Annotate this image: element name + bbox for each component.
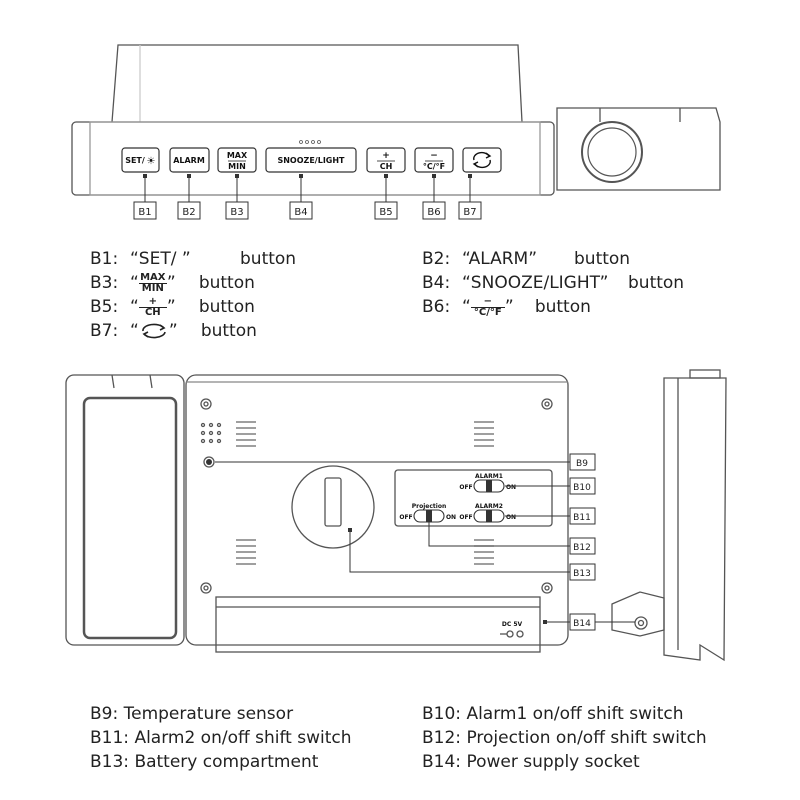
set-label: SET/	[125, 156, 145, 165]
alarm2-off: OFF	[459, 514, 472, 521]
callout-b3: B3	[230, 207, 243, 218]
legend-b10: B10: Alarm1 on/off shift switch	[422, 704, 684, 724]
top-view-diagram: SET/ ☀ ALARM MAX MIN SNOOZE/LIGHT + CH −…	[71, 44, 721, 220]
callout-b7: B7	[463, 207, 476, 218]
cycle-icon	[472, 151, 492, 169]
dc-label: DC 5V	[502, 621, 523, 628]
cycle-icon	[142, 323, 166, 339]
projection-on: ON	[446, 514, 456, 521]
legend-b12: B12: Projection on/off shift switch	[422, 728, 707, 748]
back-view-diagram: ALARM1 OFF ON ALARM2 OFF ON Projection O…	[65, 369, 727, 662]
legend-b5: B5:“+CH”button	[90, 295, 255, 318]
alarm2-on: ON	[506, 514, 516, 521]
callout-b13: B13	[573, 569, 591, 579]
snooze-light-button[interactable]	[265, 147, 357, 173]
cf-label: °C/°F	[423, 162, 445, 171]
legend-b11: B11: Alarm2 on/off shift switch	[90, 728, 352, 748]
callout-b1: B1	[138, 207, 151, 218]
snooze-label: SNOOZE/LIGHT	[277, 156, 345, 165]
sun-icon: ☀	[147, 156, 156, 167]
callout-b10: B10	[573, 483, 591, 493]
legend-b13: B13: Battery compartment	[90, 752, 319, 772]
minus-label: −	[430, 151, 438, 161]
legend-b6: B6:“−°C/°F”button	[422, 295, 591, 318]
battery-compartment	[291, 465, 375, 549]
max-label: MAX	[227, 151, 248, 160]
alarm1-off: OFF	[459, 484, 472, 491]
alarm1-on: ON	[506, 484, 516, 491]
max-min-button[interactable]	[217, 147, 257, 173]
alarm-label: ALARM	[173, 156, 205, 165]
legend-b2: B2:“ALARM”button	[422, 249, 631, 269]
minus-cf-button[interactable]	[414, 147, 454, 173]
projection-label: Projection	[412, 503, 446, 510]
ch-label: CH	[380, 162, 393, 171]
legend-b9: B9: Temperature sensor	[90, 704, 294, 724]
callout-b12: B12	[573, 543, 591, 553]
callout-b4: B4	[294, 207, 307, 218]
callout-b11: B11	[573, 513, 591, 523]
legend-b7: B7:“”button	[90, 321, 257, 341]
callout-b5: B5	[379, 207, 392, 218]
callout-b2: B2	[182, 207, 195, 218]
cycle-button[interactable]	[462, 147, 502, 173]
legend-b14: B14: Power supply socket	[422, 752, 640, 772]
projection-off: OFF	[399, 514, 412, 521]
set-button[interactable]	[121, 147, 160, 173]
alarm2-label: ALARM2	[475, 503, 503, 510]
callout-b6: B6	[427, 207, 440, 218]
alarm1-label: ALARM1	[475, 473, 503, 480]
callout-b9: B9	[576, 459, 588, 469]
alarm-button[interactable]	[169, 147, 210, 173]
temperature-sensor	[203, 456, 215, 468]
plus-ch-button[interactable]	[366, 147, 406, 173]
min-label: MIN	[228, 162, 246, 171]
legend-b1: B1:“SET/ ”button	[90, 249, 297, 269]
legend-b4: B4:“SNOOZE/LIGHT”button	[422, 273, 685, 293]
plus-label: +	[382, 151, 390, 161]
callout-b14: B14	[573, 619, 591, 629]
